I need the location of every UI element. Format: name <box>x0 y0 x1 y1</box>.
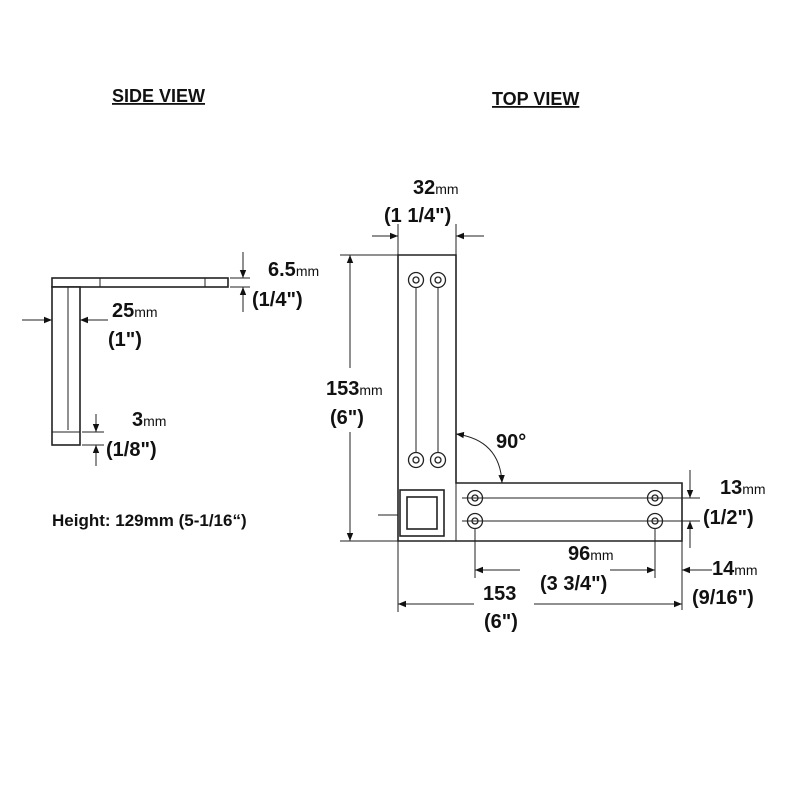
side-lip-dimension <box>82 414 104 466</box>
angle-label: 90° <box>496 431 526 453</box>
horizontal-length-inch: (6") <box>484 611 518 633</box>
top-view-title: TOP VIEW <box>492 89 579 109</box>
side-thickness-label: 6.5mm <box>268 259 319 281</box>
horizontal-length-dimension <box>397 541 682 612</box>
angle-arc <box>455 431 505 484</box>
side-thickness-inch: (1/4") <box>252 289 303 311</box>
end-offset-dimension <box>681 541 712 610</box>
hole-spacing-v-label: 13mm <box>720 477 766 499</box>
hole-spacing-h-inch: (3 3/4") <box>540 573 607 595</box>
hole-spacing-h-dimension <box>474 528 656 578</box>
center-lines <box>378 497 700 522</box>
arm-width-label: 32mm <box>413 177 459 199</box>
vertical-arm-slots <box>415 280 439 460</box>
side-view-part <box>51 277 229 446</box>
end-offset-inch: (9/16") <box>692 587 754 609</box>
side-lip-inch: (1/8") <box>106 439 157 461</box>
side-leg-width-inch: (1") <box>108 329 142 351</box>
arm-width-dimension <box>372 224 484 255</box>
horizontal-length-label: 153 <box>483 583 516 605</box>
arm-width-inch: (1 1/4") <box>384 205 451 227</box>
square-post <box>399 489 445 537</box>
hole-spacing-h-label: 96mm <box>568 543 614 565</box>
side-thickness-dimension <box>230 252 250 312</box>
height-note: Height: 129mm (5-1/16“) <box>52 511 247 530</box>
side-leg-width-label: 25mm <box>112 300 158 322</box>
vertical-length-label: 153mm <box>326 378 383 400</box>
hole-spacing-v-inch: (1/2") <box>703 507 754 529</box>
end-offset-label: 14mm <box>712 558 758 580</box>
side-lip-label: 3mm <box>132 409 166 431</box>
side-view-title: SIDE VIEW <box>112 86 205 106</box>
vertical-length-dimension <box>340 254 398 542</box>
vertical-length-inch: (6") <box>330 407 364 429</box>
